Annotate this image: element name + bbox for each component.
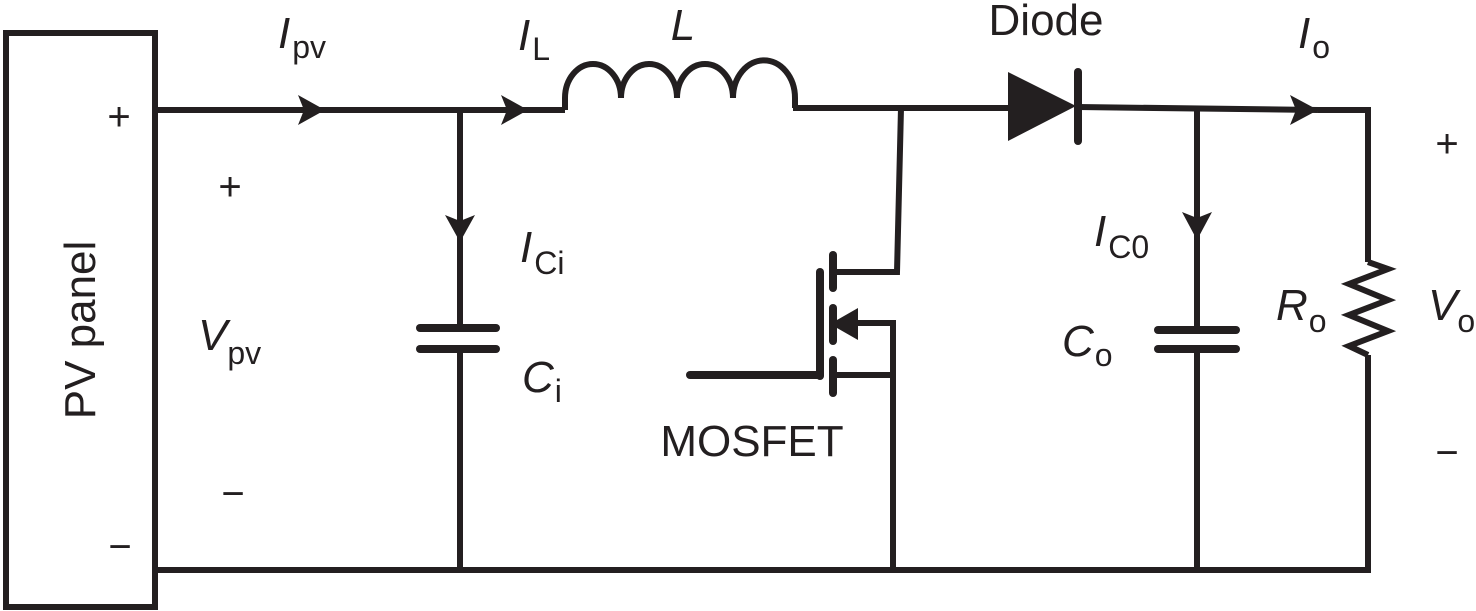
diode-triangle (1008, 72, 1076, 141)
il-arrow (501, 95, 528, 125)
vpv-minus: − (221, 472, 244, 516)
mosfet-label: MOSFET (660, 417, 843, 466)
inductor-label: L (671, 1, 695, 50)
diode-label: Diode (989, 0, 1104, 45)
ico-arrow (1182, 212, 1212, 240)
vpv-plus: + (218, 165, 241, 209)
pv-panel-label: PV panel (56, 241, 105, 420)
wire-bottom-rail (155, 355, 1371, 573)
ipv-arrow (298, 95, 325, 125)
ci-label: Ci (522, 353, 562, 409)
vo-label: Vo (1428, 281, 1475, 339)
io-label: Io (1298, 9, 1330, 65)
pv-panel-minus: − (108, 525, 131, 569)
io-arrow (1290, 95, 1318, 125)
ipv-label: Ipv (278, 9, 326, 65)
inductor-coil (562, 57, 798, 110)
mosfet-drain-wire (836, 107, 904, 275)
ici-label: ICi (520, 223, 564, 281)
ici-arrow (445, 215, 475, 242)
wire-load-top (1318, 107, 1371, 262)
pv-panel-plus: + (107, 95, 130, 139)
mosfet-source-wire (858, 320, 896, 570)
load-resistor-zigzag (1340, 259, 1397, 358)
co-label: Co (1062, 317, 1113, 373)
vo-minus: − (1435, 431, 1458, 475)
pv-panel-box (3, 30, 158, 610)
ro-label: Ro (1276, 281, 1327, 339)
mosfet-body-arrow (830, 308, 858, 340)
ico-label: IC0 (1094, 207, 1149, 265)
vpv-label: Vpv (198, 311, 261, 371)
il-label: IL (518, 11, 550, 67)
vo-plus: + (1435, 122, 1458, 166)
